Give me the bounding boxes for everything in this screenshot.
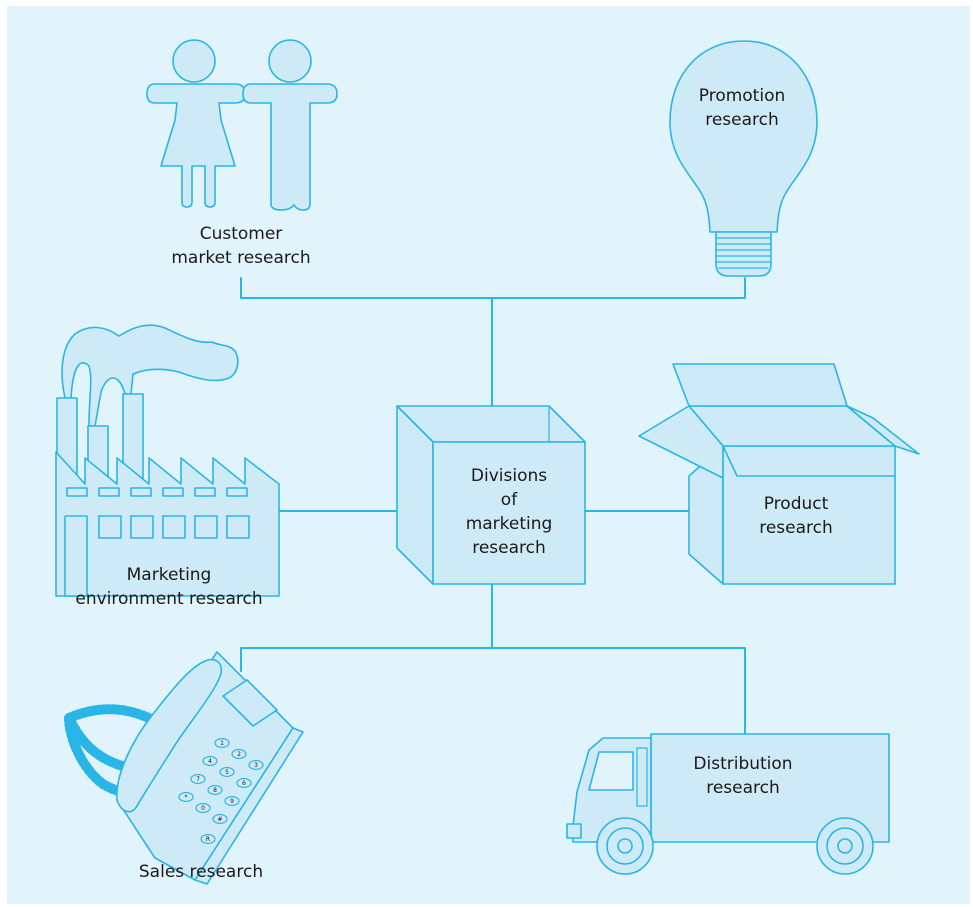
keypad [178, 737, 264, 845]
center-label-line: of [500, 490, 518, 510]
customer-label-line: market research [171, 248, 311, 268]
customer-label: Customer market research [127, 222, 355, 270]
product-label-line: research [759, 518, 833, 538]
keypad-key: 9 [230, 798, 234, 805]
keypad-key: 5 [225, 769, 229, 776]
telephone-icon: 1 2 3 4 5 6 7 8 9 * 0 # R [64, 651, 304, 885]
distribution-label-line: research [706, 778, 780, 798]
marketing-research-diagram: 1 2 3 4 5 6 7 8 9 * 0 # R [55, 39, 920, 885]
keypad-key: 2 [237, 751, 241, 758]
keypad-key: 8 [213, 787, 217, 794]
keypad-key: R [206, 836, 210, 843]
keypad-key: # [217, 816, 222, 823]
truck-icon [566, 733, 890, 875]
product-label-line: Product [763, 494, 829, 514]
environment-label-line: environment research [75, 589, 263, 609]
keypad-key: 0 [201, 805, 205, 812]
product-label: Product research [723, 492, 869, 540]
lightbulb-icon [669, 40, 818, 277]
connector-lines [240, 277, 746, 735]
connector-top-bar [240, 277, 746, 299]
promotion-label-line: research [705, 110, 779, 130]
diagram-panel: 1 2 3 4 5 6 7 8 9 * 0 # R Customer marke… [7, 6, 970, 904]
keypad-key: 4 [208, 758, 212, 765]
sales-label: Sales research [117, 860, 285, 884]
center-label-line: Divisions [470, 466, 548, 486]
environment-label-line: Marketing [126, 565, 212, 585]
promotion-label: Promotion research [667, 84, 817, 132]
keypad-key: 6 [242, 780, 246, 787]
keypad-key: 3 [254, 762, 258, 769]
distribution-label-line: Distribution [693, 754, 793, 774]
keypad-key: 7 [196, 776, 200, 783]
center-label-line: research [472, 538, 546, 558]
keypad-key: 1 [220, 740, 224, 747]
environment-label: Marketing environment research [61, 563, 277, 611]
center-label: Divisions of marketing research [433, 464, 585, 560]
sales-label-line: Sales research [138, 862, 264, 882]
connector-bottom-bar [240, 647, 746, 735]
center-cube [396, 405, 586, 585]
factory-icon [55, 324, 280, 597]
distribution-label: Distribution research [667, 752, 819, 800]
promotion-label-line: Promotion [698, 86, 786, 106]
people-icon [146, 39, 338, 211]
open-box-icon [638, 363, 920, 585]
keypad-key: * [185, 794, 188, 801]
customer-label-line: Customer [199, 224, 283, 244]
center-label-line: marketing [465, 514, 553, 534]
